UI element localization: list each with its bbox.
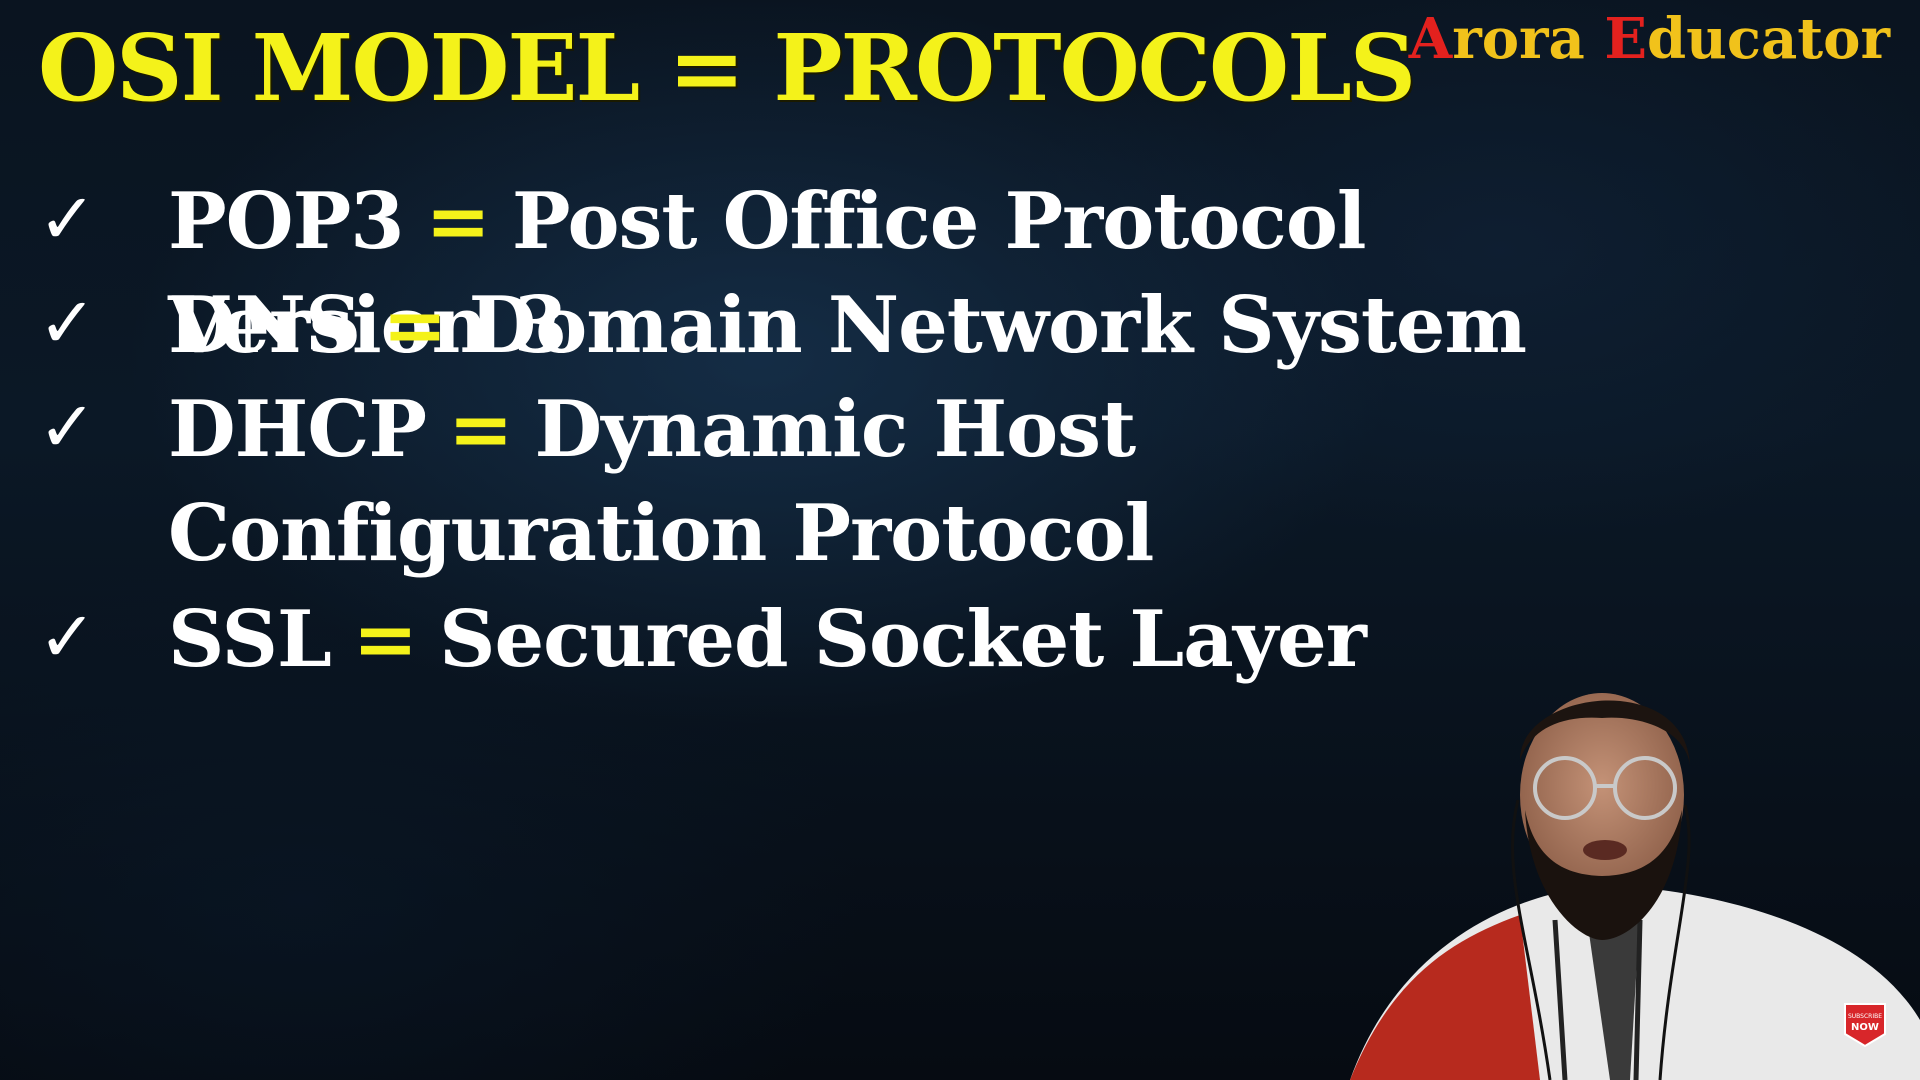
list-item: ✓ DHCP=Dynamic Host Configuration Protoc… (0, 378, 1920, 588)
list-item-text: SSL=Secured Socket Layer (168, 588, 1668, 692)
subscribe-badge-icon[interactable]: SUBSCRIBE NOW (1840, 1000, 1890, 1050)
item-abbr: DNS (168, 280, 361, 371)
list-item: ✓ POP3=Post Office Protocol Version 3 (0, 170, 1920, 371)
item-full: Dynamic Host Configuration Protocol (168, 384, 1154, 579)
list-item: ✓ SSL=Secured Socket Layer (0, 588, 1920, 692)
protocol-list: ✓ POP3=Post Office Protocol Version 3 ✓ … (0, 170, 1920, 692)
brand-initial-e: E (1604, 6, 1648, 72)
list-item: ✓ DNS=Domain Network System (0, 274, 1920, 378)
equals-sign: = (448, 384, 513, 475)
list-item-text: DHCP=Dynamic Host Configuration Protocol (168, 378, 1628, 586)
item-full: Domain Network System (468, 280, 1527, 371)
check-icon: ✓ (38, 178, 97, 260)
equals-sign: = (382, 280, 447, 371)
item-abbr: SSL (168, 594, 332, 685)
item-abbr: DHCP (168, 384, 427, 475)
item-abbr: POP3 (168, 176, 405, 267)
subscribe-badge-line1: SUBSCRIBE (1848, 1013, 1882, 1020)
equals-sign: = (352, 594, 418, 685)
brand-logo: Arora Educator (1409, 6, 1890, 72)
brand-word-ducator: ducator (1647, 6, 1890, 72)
check-icon: ✓ (38, 386, 97, 468)
item-full: Post Office Protocol Version 3 (168, 176, 1367, 371)
check-icon: ✓ (38, 282, 97, 364)
presenter-photo (1350, 693, 1920, 1080)
check-icon: ✓ (38, 596, 97, 678)
brand-initial-a: A (1408, 6, 1453, 72)
slide-title: OSI MODEL = PROTOCOLS (38, 14, 1416, 122)
item-full: Secured Socket Layer (439, 594, 1367, 685)
equals-sign: = (425, 176, 491, 267)
list-item-text: POP3=Post Office Protocol Version 3 (168, 170, 1668, 378)
list-item-text: DNS=Domain Network System (168, 274, 1668, 378)
brand-word-rora: rora (1452, 6, 1605, 72)
subscribe-badge-line2: NOW (1851, 1022, 1879, 1033)
